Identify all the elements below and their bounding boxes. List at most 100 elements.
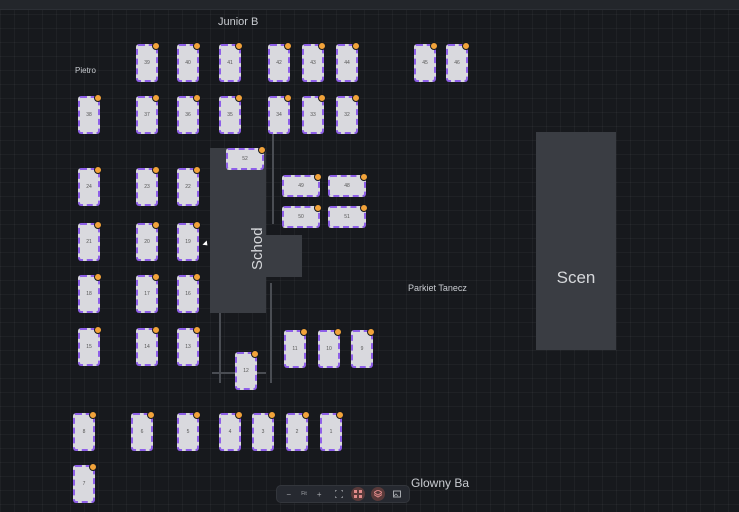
table-number: 46 [454,60,460,66]
zoom-in-button[interactable]: + [316,489,322,499]
badge-icon [235,94,243,102]
table[interactable]: 13 [177,326,201,366]
label-parkiet: Parkiet Tanecz [408,283,467,293]
table[interactable]: 45 [414,42,438,82]
zoom-out-button[interactable]: − [286,489,292,499]
table[interactable]: 18 [78,273,102,313]
table[interactable]: 19 [177,221,201,261]
fullscreen-icon[interactable] [332,487,346,501]
table-number: 5 [186,429,190,435]
table[interactable]: 22 [177,166,201,206]
badge-icon [430,42,438,50]
table[interactable]: 12 [235,350,259,390]
table-number: 11 [292,346,298,352]
table-number: 42 [276,60,282,66]
badge-icon [318,42,326,50]
badge-icon [193,94,201,102]
table[interactable]: 17 [136,273,160,313]
badge-icon [251,350,259,358]
table[interactable]: 1 [320,411,344,451]
table[interactable]: 41 [219,42,243,82]
table[interactable]: 37 [136,94,160,134]
table-number: 35 [227,112,233,118]
table[interactable]: 20 [136,221,160,261]
badge-icon [268,411,276,419]
badge-icon [284,94,292,102]
table-number: 32 [344,112,350,118]
table[interactable]: 6 [131,411,155,451]
badge-icon [336,411,344,419]
table[interactable]: 40 [177,42,201,82]
badge-icon [360,173,368,181]
badge-icon [193,42,201,50]
stairs-block-extension[interactable] [264,235,302,277]
badge-icon [284,42,292,50]
table-number: 19 [185,239,191,245]
table[interactable]: 33 [302,94,326,134]
table[interactable]: 46 [446,42,470,82]
table[interactable]: 48 [328,173,368,197]
stairs-block[interactable] [210,148,266,313]
table[interactable]: 16 [177,273,201,313]
table[interactable]: 44 [336,42,360,82]
table-number: 33 [310,112,316,118]
zoom-level[interactable]: Fit [301,491,307,497]
table-number: 15 [86,344,92,350]
table-number: 2 [295,429,299,435]
table[interactable]: 10 [318,328,342,368]
top-bar [0,0,739,10]
table[interactable]: 38 [78,94,102,134]
badge-icon [152,221,160,229]
table-number: 7 [82,481,86,487]
table-number: 6 [140,429,144,435]
table[interactable]: 8 [73,411,97,451]
table[interactable]: 49 [282,173,322,197]
grid-icon[interactable] [351,487,366,501]
table-number: 24 [86,184,92,190]
table[interactable]: 7 [73,463,97,503]
table[interactable]: 24 [78,166,102,206]
table[interactable]: 11 [284,328,308,368]
table-number: 8 [82,429,86,435]
table-number: 4 [228,429,232,435]
table[interactable]: 23 [136,166,160,206]
table[interactable]: 2 [286,411,310,451]
table[interactable]: 34 [268,94,292,134]
badge-icon [318,94,326,102]
table-number: 48 [344,183,350,189]
table[interactable]: 50 [282,204,322,228]
table[interactable]: 36 [177,94,201,134]
badge-icon [193,326,201,334]
table[interactable]: 35 [219,94,243,134]
table-number: 12 [243,368,249,374]
table[interactable]: 3 [252,411,276,451]
stage-block[interactable] [536,132,616,350]
table-number: 20 [144,239,150,245]
table[interactable]: 52 [226,146,266,170]
badge-icon [94,273,102,281]
table-number: 38 [86,112,92,118]
table[interactable]: 4 [219,411,243,451]
badge-icon [94,326,102,334]
stairs-rail-right [270,283,272,383]
table[interactable]: 15 [78,326,102,366]
badge-icon [152,94,160,102]
table[interactable]: 32 [336,94,360,134]
table[interactable]: 14 [136,326,160,366]
table[interactable]: 42 [268,42,292,82]
table[interactable]: 39 [136,42,160,82]
table[interactable]: 21 [78,221,102,261]
table-number: 37 [144,112,150,118]
label-glowny: Glowny Ba [411,476,470,490]
badge-icon [314,204,322,212]
zoom-toolbar: − Fit + [276,485,410,503]
badge-icon [334,328,342,336]
table[interactable]: 43 [302,42,326,82]
image-icon[interactable] [390,487,404,501]
layers-icon[interactable] [370,487,385,501]
table[interactable]: 9 [351,328,375,368]
table[interactable]: 51 [328,204,368,228]
table[interactable]: 5 [177,411,201,451]
table-number: 45 [422,60,428,66]
table-number: 52 [242,156,248,162]
